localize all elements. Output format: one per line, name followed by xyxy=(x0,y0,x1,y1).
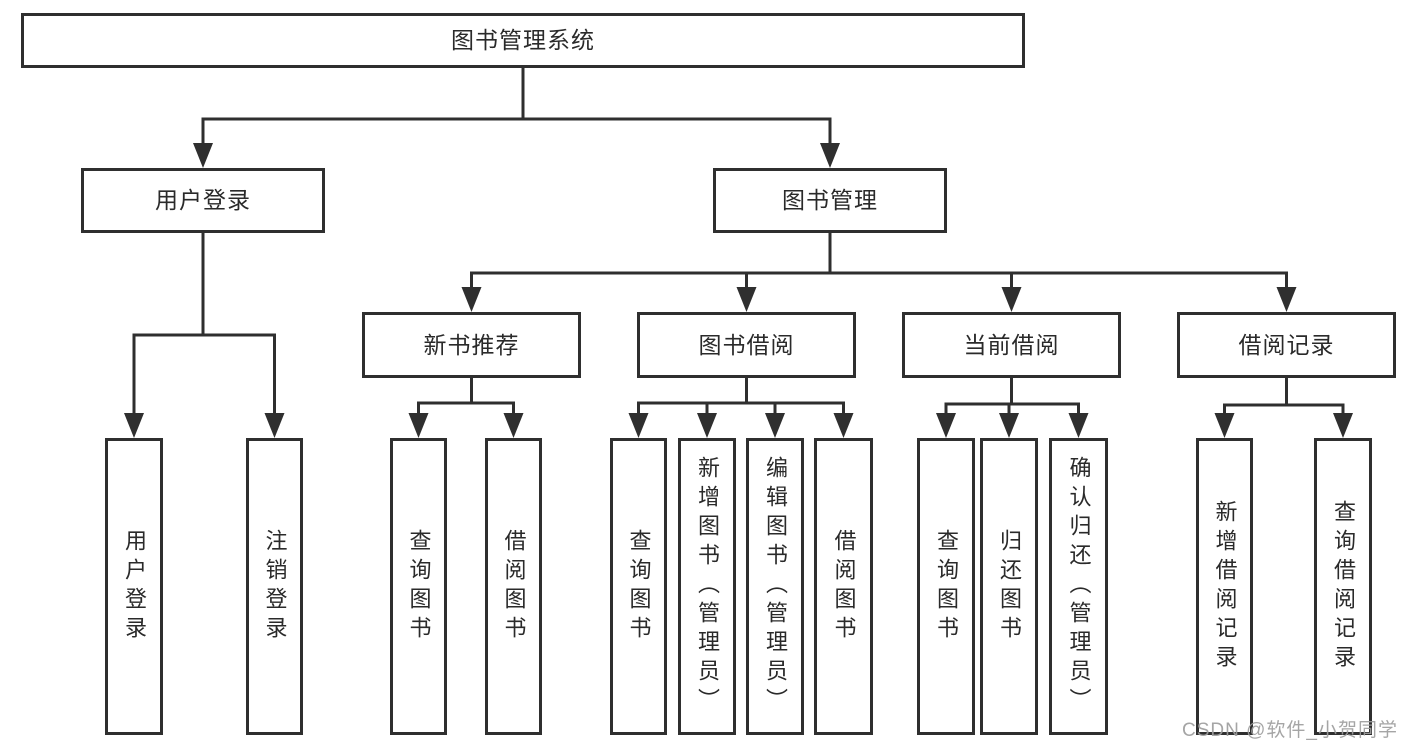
arrowhead-icon xyxy=(408,413,429,438)
arrowhead-icon xyxy=(264,413,285,438)
arrowhead-icon xyxy=(461,287,482,312)
arrowhead-icon xyxy=(936,413,956,438)
arrowhead-icon xyxy=(1276,287,1297,312)
arrowhead-icon xyxy=(503,413,524,438)
diagram-node-book-borrow: 图书借阅 xyxy=(637,312,856,378)
arrowhead-icon xyxy=(736,287,757,312)
diagram-node-user-login: 用户登录 xyxy=(81,168,325,233)
diagram-node-leaf-br-query: 查询借阅记录 xyxy=(1314,438,1372,735)
arrowhead-icon xyxy=(1001,287,1022,312)
diagram-node-leaf-logout: 注销登录 xyxy=(246,438,303,735)
arrowhead-icon xyxy=(833,413,854,438)
diagram-node-leaf-cb-query: 查询图书 xyxy=(917,438,975,735)
diagram-node-leaf-bb-add: 新增图书（管理员） xyxy=(678,438,736,735)
diagram-node-leaf-user-login: 用户登录 xyxy=(105,438,163,735)
arrowhead-icon xyxy=(1068,413,1089,438)
diagram-node-new-book-rec: 新书推荐 xyxy=(362,312,581,378)
diagram-node-book-mgmt: 图书管理 xyxy=(713,168,947,233)
arrowhead-icon xyxy=(1333,413,1353,438)
diagram-node-current-borrow: 当前借阅 xyxy=(902,312,1121,378)
diagram-node-borrow-records: 借阅记录 xyxy=(1177,312,1396,378)
arrowhead-icon xyxy=(193,143,213,168)
diagram-node-root: 图书管理系统 xyxy=(21,13,1025,68)
diagram-node-leaf-bb-edit: 编辑图书（管理员） xyxy=(746,438,804,735)
diagram-node-leaf-cb-confirm: 确认归还（管理员） xyxy=(1049,438,1108,735)
diagram-node-leaf-cb-return: 归还图书 xyxy=(980,438,1038,735)
diagram-node-leaf-nb-borrow: 借阅图书 xyxy=(485,438,542,735)
diagram-node-leaf-bb-query: 查询图书 xyxy=(610,438,667,735)
arrowhead-icon xyxy=(697,413,717,438)
diagram-node-leaf-br-add: 新增借阅记录 xyxy=(1196,438,1253,735)
arrowhead-icon xyxy=(999,413,1019,438)
arrowhead-icon xyxy=(820,143,840,168)
arrowhead-icon xyxy=(765,413,785,438)
diagram-node-leaf-nb-query: 查询图书 xyxy=(390,438,447,735)
diagram-node-leaf-bb-borrow: 借阅图书 xyxy=(814,438,873,735)
arrowhead-icon xyxy=(124,413,144,438)
arrowhead-icon xyxy=(1214,413,1235,438)
arrowhead-icon xyxy=(628,413,649,438)
